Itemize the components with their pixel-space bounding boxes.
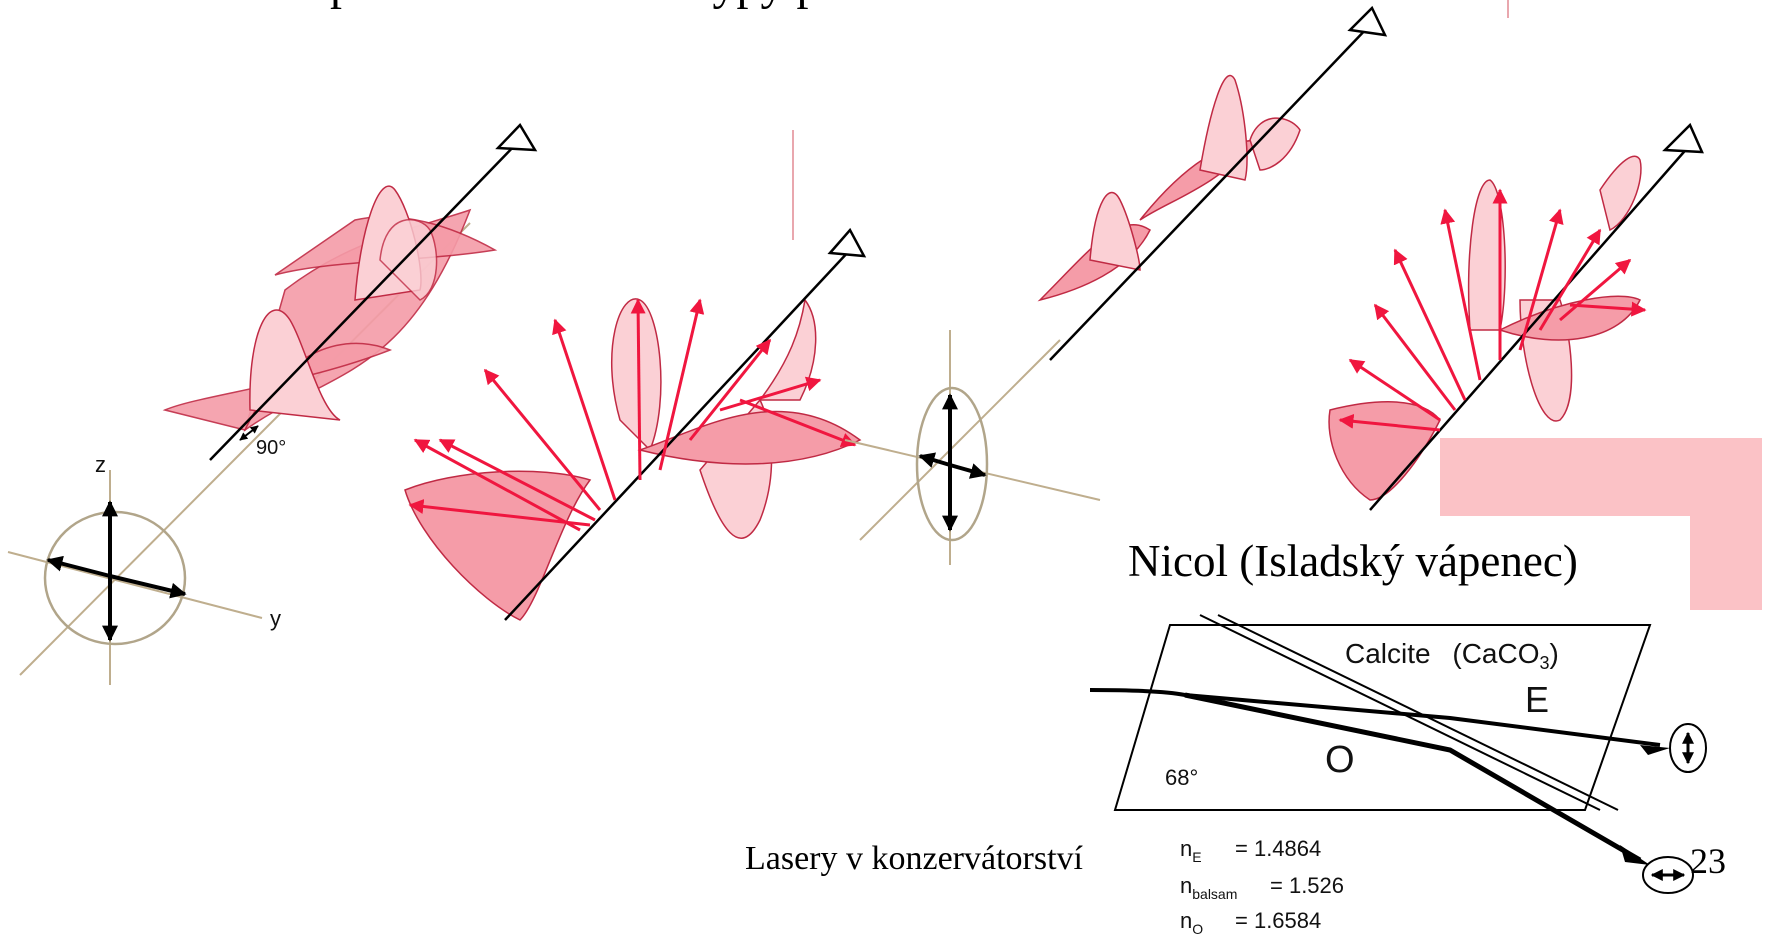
z-axis-label: z xyxy=(95,452,106,477)
phase-label: 90° xyxy=(256,437,286,459)
balsam-layer-edge xyxy=(1217,614,1619,811)
field-vector xyxy=(552,318,617,501)
o-ray-arrowhead xyxy=(1620,845,1650,865)
propagation-arrow-icon xyxy=(827,227,867,258)
index-symbol: n xyxy=(1180,873,1192,898)
page-number: 23 xyxy=(1690,841,1726,881)
propagation-axis xyxy=(209,139,521,461)
wave-lobe xyxy=(1467,179,1506,331)
y-axis-label: y xyxy=(270,606,281,631)
formula-suffix: ) xyxy=(1550,638,1559,669)
polarization-ellipse xyxy=(915,386,989,542)
wave-lobe xyxy=(249,309,341,421)
y-arrow xyxy=(949,463,987,479)
x-axis xyxy=(859,339,1061,541)
field-vectors xyxy=(408,298,857,532)
nicol-title: Nicol (Isladský vápenec) xyxy=(1128,536,1578,586)
field-vector xyxy=(1559,258,1632,322)
elliptical-polarization xyxy=(844,5,1388,565)
propagation-axis xyxy=(504,249,851,621)
field-vector xyxy=(413,438,581,532)
o-ray-label: O xyxy=(1325,739,1355,781)
index-subscript: O xyxy=(1192,921,1203,935)
field-vector xyxy=(630,298,646,481)
pink-panel-cutout xyxy=(1440,516,1690,616)
index-value: = 1.6584 xyxy=(1235,908,1321,933)
formula-prefix: (CaCO xyxy=(1452,638,1539,669)
field-vector xyxy=(739,398,857,448)
field-vector xyxy=(1538,228,1602,331)
slide-title: polarizace světla – typy polarizace xyxy=(330,0,994,11)
propagation-arrow-icon xyxy=(1347,5,1388,37)
field-vector xyxy=(688,338,772,441)
index-value: = 1.4864 xyxy=(1235,836,1321,861)
calcite-crystal xyxy=(1113,624,1652,811)
angle-label: 68° xyxy=(1165,765,1198,790)
circular-polarization: z y 90° xyxy=(7,122,538,685)
phase-arrow xyxy=(239,425,259,441)
field-vector xyxy=(438,438,596,522)
y-arrow-back xyxy=(918,452,951,468)
refractive-indices: nE= 1.4864 nbalsam= 1.526 nO= 1.6584 xyxy=(1180,836,1344,937)
nicol-prism-diagram: Calcite (CaCO3) E O 68° nE= 1.4864 nbals… xyxy=(1089,614,1707,937)
propagation-arrow-icon xyxy=(495,122,538,152)
e-ray-label: E xyxy=(1525,679,1549,720)
crystal-label: Calcite (CaCO3) xyxy=(1345,638,1559,673)
propagation-axis xyxy=(1049,24,1371,361)
field-vector xyxy=(1393,248,1467,401)
field-vector xyxy=(1440,208,1482,381)
field-vector xyxy=(1569,301,1647,317)
e-ray xyxy=(1089,688,1661,747)
index-symbol: n xyxy=(1180,836,1192,861)
index-row: nE = 1.4864 xyxy=(1180,836,1321,865)
wave-lobe xyxy=(1599,155,1642,232)
y-arrow xyxy=(109,574,187,599)
field-vector xyxy=(658,298,705,471)
circular-vector-diagram xyxy=(404,227,867,621)
wave-lobe xyxy=(404,470,592,621)
field-vector xyxy=(1373,303,1457,411)
index-symbol: n xyxy=(1180,908,1192,933)
elliptical-vector-diagram xyxy=(1328,122,1704,511)
field-vector xyxy=(483,368,602,511)
index-value: = 1.526 xyxy=(1270,873,1344,898)
wave-lobe xyxy=(1199,74,1248,181)
wave-lobe xyxy=(610,298,662,452)
propagation-axis xyxy=(1369,144,1691,511)
o-ray xyxy=(1184,692,1642,863)
field-vector xyxy=(1518,208,1564,351)
formula-subscript: 3 xyxy=(1540,653,1550,673)
y-arrow-back xyxy=(46,555,111,578)
index-row: nO = 1.6584 xyxy=(1180,908,1321,935)
e-ray-arrowhead xyxy=(1640,745,1670,755)
wave-lobe xyxy=(1249,117,1301,171)
wave-lobe xyxy=(1089,191,1141,271)
propagation-arrow-icon xyxy=(1662,122,1704,154)
index-subscript: E xyxy=(1192,849,1201,865)
footer-text: Lasery v konzervátorství xyxy=(745,840,1083,877)
field-vector xyxy=(1348,358,1441,422)
crystal-name: Calcite xyxy=(1345,638,1431,669)
field-vector xyxy=(408,499,591,527)
field-vector xyxy=(719,376,822,412)
field-vector xyxy=(1338,413,1441,432)
field-vectors xyxy=(1338,188,1647,432)
index-subscript: balsam xyxy=(1192,886,1237,902)
index-row: nbalsam = 1.526 xyxy=(1180,873,1344,902)
